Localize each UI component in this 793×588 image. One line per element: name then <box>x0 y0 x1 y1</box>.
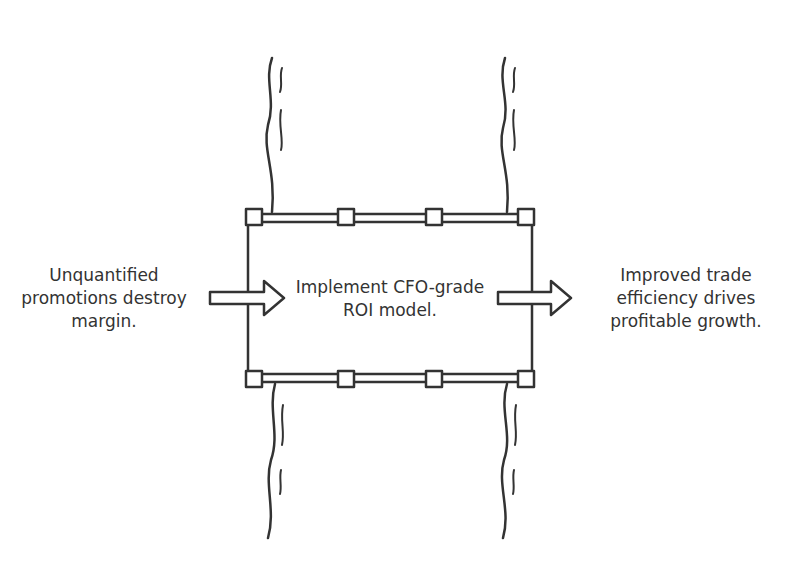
side-note: Improved trade efficiency drives profita… <box>596 264 776 333</box>
side-note: Unquantified promotions destroy margin. <box>14 264 194 333</box>
bridge-box: Implement CFO-grade ROI model. <box>250 226 530 372</box>
box-text: Implement CFO-grade ROI model. <box>295 276 485 322</box>
